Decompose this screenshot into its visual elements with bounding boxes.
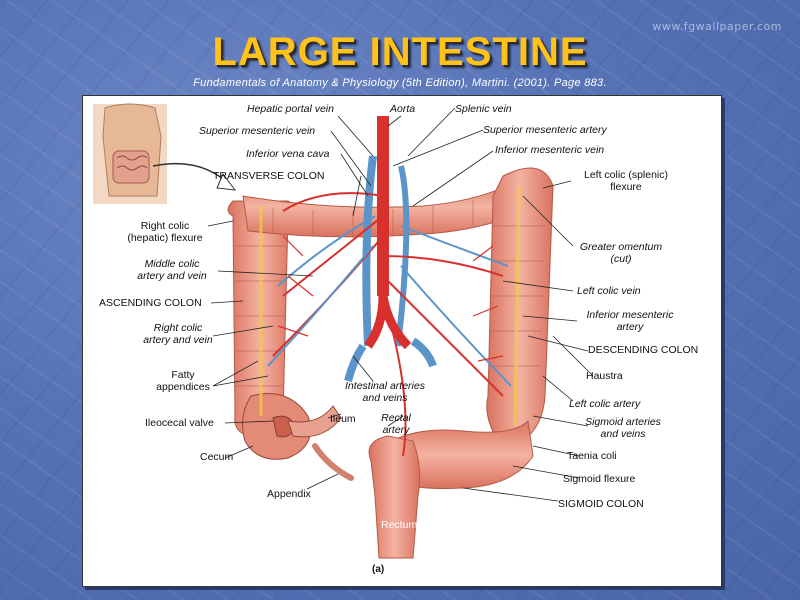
label-left-colic-vein: Left colic vein [577, 285, 641, 297]
label-rectum: Rectum [381, 519, 418, 531]
label-transverse-colon: TRANSVERSE COLON [213, 170, 325, 182]
label-hepatic-portal-vein: Hepatic portal vein [247, 103, 334, 115]
panel-label: (a) [372, 564, 385, 575]
label-ascending-colon: ASCENDING COLON [99, 297, 202, 309]
label-fatty-appendices: Fatty appendices [156, 369, 210, 393]
label-taenia-coli: Taenia coli [567, 450, 617, 462]
label-intestinal-arteries: Intestinal arteries and veins [345, 380, 425, 404]
large-intestine-illustration [93, 103, 594, 559]
label-sigmoid-flexure: Sigmoid flexure [563, 473, 636, 485]
label-superior-mesenteric-vein: Superior mesenteric vein [199, 125, 316, 137]
blood-vessels [267, 116, 512, 457]
label-left-colic-flexure: Left colic (splenic) flexure [583, 169, 669, 193]
label-rectal-artery: Rectal artery [381, 412, 411, 436]
label-inferior-mesenteric-artery: Inferior mesenteric artery [586, 309, 674, 333]
label-haustra: Haustra [586, 370, 623, 382]
label-aorta: Aorta [390, 103, 416, 115]
colon-body [227, 167, 554, 559]
watermark: www.fgwallpaper.com [652, 20, 782, 33]
label-descending-colon: DESCENDING COLON [588, 344, 699, 356]
label-inferior-mesenteric-vein: Inferior mesenteric vein [495, 144, 605, 156]
label-greater-omentum: Greater omentum (cut) [579, 241, 663, 265]
leader-lines [207, 107, 594, 502]
anatomy-figure: Hepatic portal vein Aorta Splenic vein S… [82, 95, 722, 587]
label-sigmoid-arteries: Sigmoid arteries and veins [585, 416, 661, 440]
body-thumbnail [93, 103, 237, 204]
label-sigmoid-colon: SIGMOID COLON [558, 498, 644, 510]
label-splenic-vein: Splenic vein [455, 103, 512, 115]
label-superior-mesenteric-artery: Superior mesenteric artery [483, 124, 607, 136]
slide-citation: Fundamentals of Anatomy & Physiology (5t… [193, 77, 607, 89]
label-appendix: Appendix [267, 488, 311, 500]
label-cecum: Cecum [200, 451, 234, 463]
label-ileocecal-valve: Ileocecal valve [145, 417, 214, 429]
label-right-colic: Right colic artery and vein [143, 322, 213, 346]
label-middle-colic: Middle colic artery and vein [137, 258, 207, 282]
label-right-colic-flexure: Right colic (hepatic) flexure [127, 220, 203, 244]
label-inferior-vena-cava: Inferior vena cava [246, 148, 330, 160]
slide-title: LARGE INTESTINE [212, 30, 588, 74]
label-left-colic-artery: Left colic artery [569, 398, 641, 410]
label-ileum: Ileum [330, 413, 356, 425]
